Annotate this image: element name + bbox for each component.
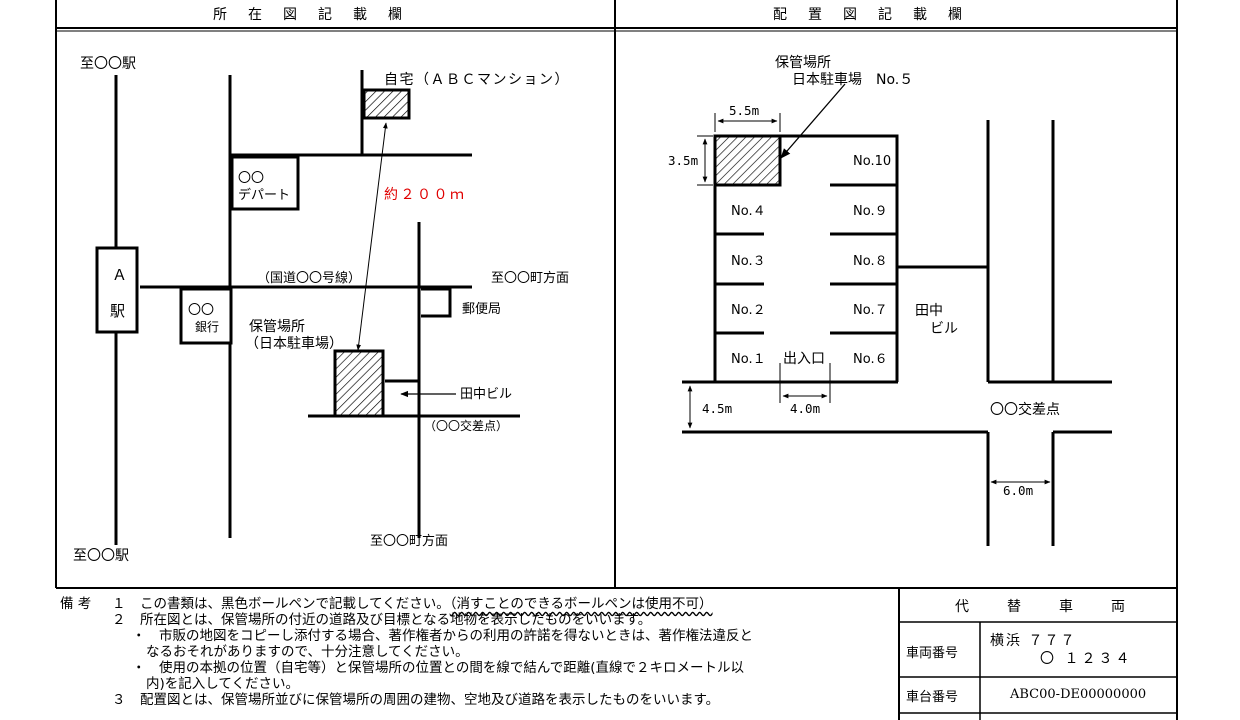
location-roads: [114, 70, 520, 545]
remark-1: 備 考 １ この書類は、黒色ボールペンで記載してください。（消すことのできるボールペ…: [60, 596, 890, 612]
remark-3-num: ３: [112, 692, 126, 708]
bank-line1: 〇〇: [188, 303, 214, 318]
space-no10: No.10: [853, 154, 891, 169]
storage-marker: [333, 349, 385, 418]
space-no1: No.１: [731, 352, 766, 367]
intersection-label: （〇〇交差点）: [424, 418, 508, 433]
space-no2: No.２: [731, 303, 766, 318]
distance-label: 約２００ｍ: [384, 187, 467, 203]
storage-space-no5: [713, 134, 782, 187]
to-town-bottom: 至〇〇町方面: [370, 533, 448, 549]
layout-storage-line2: 日本駐車場 No.５: [792, 71, 913, 88]
department-store-line1: 〇〇: [238, 171, 264, 186]
remark-2-bullet-1: ・ 市販の地図をコピーし添付する場合、著作権者からの利用の許諾を得ないときは、著…: [132, 628, 753, 644]
home-marker: [362, 88, 411, 120]
chassis-value: ABC00-DE00000000: [1010, 687, 1147, 702]
remark-3: ３ 配置図とは、保管場所並びに保管場所の周囲の建物、空地及び道路を表示したものをい…: [60, 692, 890, 708]
chassis-label: 車台番号: [906, 690, 959, 705]
entrance-label: 出入口: [783, 351, 825, 367]
remark-3-text: 配置図とは、保管場所並びに保管場所の周囲の建物、空地及び道路を表示したものをいい…: [140, 692, 720, 708]
to-station-bottom: 至〇〇駅: [73, 548, 129, 564]
dim-side-road: 6.0m: [1003, 483, 1033, 498]
remarks-section: 備 考 １ この書類は、黒色ボールペンで記載してください。（消すことのできるボールペ…: [60, 596, 890, 708]
building-line1: 田中: [915, 303, 943, 319]
vehicle-table-grid: [898, 588, 1177, 720]
remark-2: ２ 所在図とは、保管場所の付近の道路及び目標となる地物を表示したものをいいます。: [60, 612, 890, 628]
station-box: [95, 246, 139, 334]
to-town-right: 至〇〇町方面: [491, 270, 569, 286]
dim-entrance: 4.0m: [790, 401, 820, 416]
storage-label-line1: 保管場所: [249, 319, 305, 335]
space-no3: No.３: [731, 254, 766, 269]
storage-label-line2: （日本駐車場）: [245, 335, 343, 352]
dim-depth: 3.5m: [668, 153, 698, 168]
station-letter: Ａ: [112, 266, 127, 284]
space-no4: No.４: [731, 204, 766, 219]
department-store-line2: デパート: [238, 187, 290, 203]
space-no6: No.６: [853, 352, 888, 367]
layout-intersection-label: 〇〇交差点: [990, 401, 1060, 418]
registration-line1: 横浜 ７７７: [990, 633, 1077, 649]
department-store-box: [230, 155, 300, 211]
home-label: 自宅（ＡＢＣマンション）: [384, 72, 570, 88]
building-line2: ビル: [930, 321, 958, 337]
route-label: （国道〇〇号線）: [257, 270, 361, 286]
layout-storage-line1: 保管場所: [775, 55, 831, 71]
remarks-head: 備 考: [60, 596, 92, 612]
post-office-label: 郵便局: [462, 302, 501, 317]
remark-1-warning: （消すことのできるボールペンは使用不可）: [449, 596, 713, 612]
remark-2-bullet-2: ・ 使用の本拠の位置（自宅等）と保管場所の位置との間を線で結んで距離(直線で２キ…: [132, 660, 744, 676]
location-map-header: 所在図記載欄: [213, 6, 423, 23]
registration-label: 車両番号: [906, 646, 959, 661]
remark-2-text: 所在図とは、保管場所の付近の道路及び目標となる地物を表示したものをいいます。: [140, 612, 652, 628]
form-frame: [55, 0, 1178, 720]
dim-road: 4.5m: [702, 401, 732, 416]
space-no7: No.７: [853, 303, 888, 318]
remark-2-num: ２: [112, 612, 126, 628]
remark-1-num: １: [112, 596, 126, 612]
dim-width: 5.5m: [729, 103, 759, 118]
tanaka-building-label: 田中ビル: [460, 387, 512, 402]
remark-1-text: この書類は、黒色ボールペンで記載してください。: [140, 596, 450, 612]
station-char: 駅: [110, 302, 125, 320]
dimension-lines: [687, 113, 1051, 485]
layout-map-header: 配置図記載欄: [773, 6, 983, 23]
remark-2-bullet-1-cont: なるおそれがありますので、十分注意してください。: [146, 644, 469, 660]
layout-roads: [682, 120, 1112, 546]
to-station-top: 至〇〇駅: [80, 56, 136, 72]
registration-line2: 〇 １２３４: [1040, 651, 1133, 667]
space-no8: No.８: [853, 254, 888, 269]
distance-arrow: [356, 122, 388, 351]
bank-line2: 銀行: [195, 320, 219, 334]
parking-lot-outline: [713, 134, 990, 382]
storage-pointer-arrow: [780, 83, 846, 159]
vehicle-header: 代替車両: [955, 599, 1163, 615]
space-no9: No.９: [853, 204, 888, 219]
bank-box: [179, 287, 233, 345]
remark-2-bullet-2-cont: 内)を記入してください。: [146, 676, 299, 692]
post-office-outline: [421, 287, 452, 318]
